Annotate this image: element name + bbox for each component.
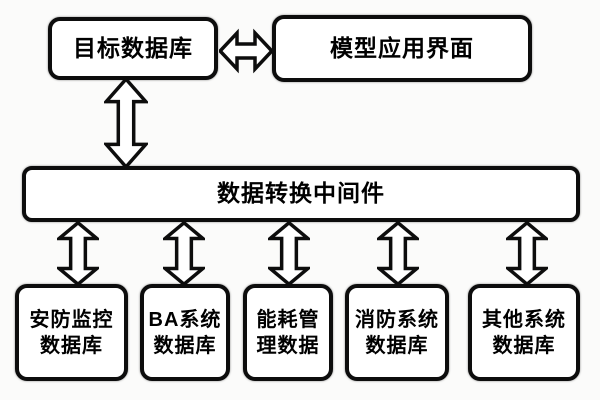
node-label-line: 理数据: [256, 334, 320, 357]
node-ba-system-database: BA系统 数据库: [140, 284, 230, 381]
node-target-database-label: 目标数据库: [73, 34, 193, 61]
middleware-source-arrow-3-icon: [268, 222, 310, 285]
node-energy-management-data: 能耗管 理数据: [243, 284, 333, 381]
node-data-conversion-middleware: 数据转换中间件: [22, 166, 580, 222]
double-arrow-vertical-icon: [57, 222, 99, 285]
double-arrow-vertical-icon: [268, 222, 310, 285]
double-arrow-vertical-icon: [506, 222, 548, 285]
middleware-source-arrow-5-icon: [506, 222, 548, 285]
node-label-line: 其他系统: [482, 308, 566, 331]
node-label-line: 数据库: [40, 334, 103, 357]
node-fire-system-database: 消防系统 数据库: [345, 284, 449, 381]
node-other-system-database: 其他系统 数据库: [468, 284, 580, 381]
node-model-application-interface: 模型应用界面: [272, 15, 532, 82]
node-label-line: BA系统: [148, 308, 222, 331]
node-label-line: 消防系统: [355, 308, 439, 331]
node-label-line: 安防监控: [29, 308, 114, 331]
middleware-source-arrow-2-icon: [163, 222, 205, 285]
node-label-line: 能耗管: [256, 308, 320, 331]
target-middleware-bidirectional-arrow-icon: [104, 78, 148, 168]
double-arrow-horizontal-icon: [219, 25, 273, 77]
middleware-source-arrow-1-icon: [57, 222, 99, 285]
node-label-line: 数据库: [492, 334, 556, 357]
node-label-line: 数据库: [365, 334, 429, 357]
node-security-monitoring-database: 安防监控 数据库: [15, 284, 128, 381]
node-label-line: 数据库: [153, 334, 217, 357]
double-arrow-vertical-icon: [163, 222, 205, 285]
node-model-application-interface-label: 模型应用界面: [330, 34, 474, 61]
node-target-database: 目标数据库: [48, 17, 218, 80]
node-data-conversion-middleware-label: 数据转换中间件: [217, 180, 385, 207]
double-arrow-vertical-icon: [104, 78, 148, 168]
middleware-source-arrow-4-icon: [377, 222, 419, 285]
double-arrow-vertical-icon: [377, 222, 419, 285]
target-model-bidirectional-arrow-icon: [219, 25, 273, 77]
